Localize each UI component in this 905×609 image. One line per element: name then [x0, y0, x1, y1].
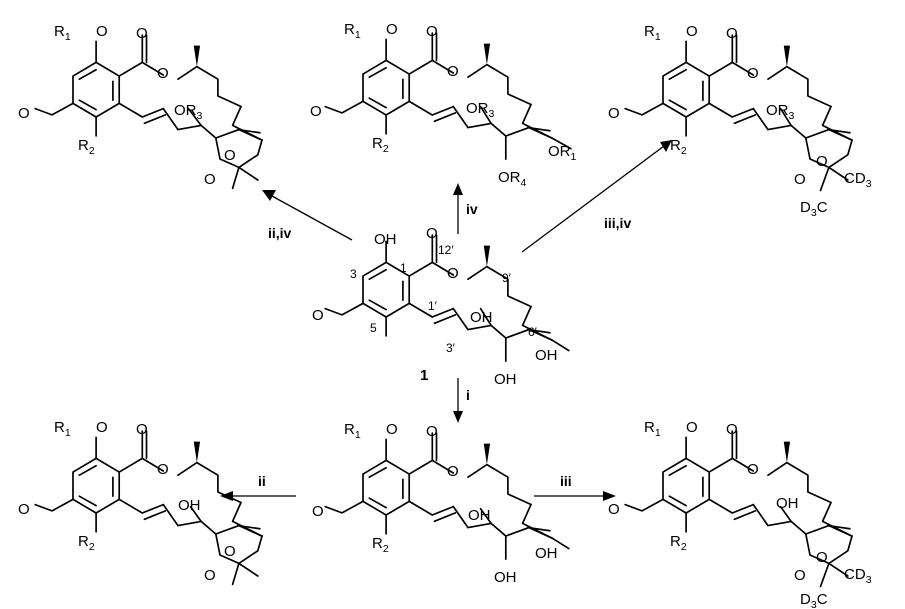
atom-oh-bl: OH [178, 497, 201, 514]
atom-o-ester-tr: O [747, 65, 759, 82]
atom-o-carbonyl-bl: O [136, 421, 148, 438]
atom-o-acetonide-a-bl: O [224, 543, 236, 560]
num-c3p: 3′ [446, 341, 456, 355]
atom-o-methoxy-tc: O [310, 103, 322, 120]
reagent-iii-iv: iii,iv [604, 215, 631, 231]
atom-o-acetonide-a-br: O [816, 549, 828, 566]
atom-o-acetonide-b-tl: O [204, 171, 216, 188]
reagent-i: i [466, 387, 470, 403]
atom-oh-c6p-1: OH [535, 347, 558, 364]
atom-o-phenol-br: O [686, 419, 698, 436]
reagent-ii: ii [258, 473, 266, 489]
atom-o-ester-1: O [447, 265, 459, 282]
compound-1-label: 1 [420, 367, 428, 384]
arrow-to-bottom-center [453, 378, 463, 423]
atom-o-ester-bl: O [157, 461, 169, 478]
num-c1p: 1′ [428, 299, 438, 313]
atom-o-ester-br: O [747, 461, 759, 478]
atom-o-ester-tc: O [447, 63, 459, 80]
atom-or3-tr: OR3 [766, 102, 795, 122]
atom-r-tl: R1 [54, 23, 71, 43]
atom-o-methoxy-br: O [608, 501, 620, 518]
atom-r2-tl: R2 [78, 137, 95, 157]
atom-o-carbonyl-br: O [726, 421, 738, 438]
atom-o-carbonyl-1: O [426, 225, 438, 242]
reagent-iii: iii [560, 473, 572, 489]
arrow-to-top-left [262, 190, 353, 241]
compound-1 [324, 234, 570, 362]
num-c1: 1 [400, 261, 407, 275]
atom-o-acetonide-b-bl: O [204, 567, 216, 584]
arrow-to-top-right [521, 140, 672, 253]
atom-o-acetonide-a-tr: O [816, 153, 828, 170]
atom-o-methoxy-1: O [312, 307, 324, 324]
atom-oh-c6p-bc: OH [535, 545, 558, 562]
atom-o-phenol-tl: O [96, 23, 108, 40]
compound-bottom-left [34, 430, 263, 586]
atom-o-carbonyl-bc: O [426, 423, 438, 440]
atom-o-phenol-tc: O [386, 21, 398, 38]
atom-or3-tl: OR3 [174, 102, 203, 122]
atom-cd3-a-br: CD3 [844, 566, 872, 586]
atom-r2-tc: R2 [372, 135, 389, 155]
num-c3: 3 [350, 267, 357, 281]
atom-or3-tc: OR3 [466, 100, 495, 120]
atom-o-methoxy-tl: O [18, 105, 30, 122]
num-c6p: 6′ [528, 325, 538, 339]
atom-o-ester-tl: O [157, 65, 169, 82]
arrow-to-bottom-left [220, 491, 296, 501]
atom-o-methoxy-bc: O [312, 503, 324, 520]
atom-o-methoxy-bl: O [18, 501, 30, 518]
atom-r-br: R1 [644, 419, 661, 439]
atom-r-bl: R1 [54, 419, 71, 439]
atom-o-phenol-bc: O [386, 421, 398, 438]
reagent-iv: iv [466, 201, 478, 217]
compound-top-center [324, 32, 572, 160]
atom-o-acetonide-a-tl: O [224, 147, 236, 164]
atom-r2-bc: R2 [372, 535, 389, 555]
atom-r2-bl: R2 [78, 533, 95, 553]
reagent-ii-iv: ii,iv [268, 225, 292, 241]
compound-top-right [624, 34, 853, 192]
atom-oh-c4p-1: OH [470, 309, 493, 326]
atom-oh-phenol-1: OH [374, 231, 397, 248]
atom-cd3-a-tr: CD3 [844, 170, 872, 190]
atom-o-methoxy-tr: O [608, 105, 620, 122]
atom-oh-c5p-1: OH [494, 371, 517, 388]
atom-oh-c4p-bc: OH [468, 507, 491, 524]
atom-r-tc: R1 [344, 21, 361, 41]
atom-o-carbonyl-tr: O [726, 25, 738, 42]
atom-r2-tr: R2 [670, 137, 687, 157]
atom-oh-br: OH [776, 495, 799, 512]
atom-oh-c5p-bc: OH [494, 569, 517, 586]
atom-r-bc: R1 [344, 421, 361, 441]
arrow-to-bottom-right [534, 491, 616, 501]
atom-o-ester-bc: O [447, 463, 459, 480]
atom-or1-tc: OR1 [548, 143, 577, 163]
atom-cd3-b-tr: D3C [800, 199, 828, 219]
atom-or4-tc: OR4 [498, 169, 527, 189]
compound-bottom-right [624, 430, 853, 588]
num-c12p: 12′ [438, 243, 454, 257]
atom-o-carbonyl-tl: O [136, 25, 148, 42]
atom-o-phenol-bl: O [96, 419, 108, 436]
atom-o-acetonide-b-br: O [794, 567, 806, 584]
atom-o-acetonide-b-tr: O [794, 171, 806, 188]
atom-r-tr: R1 [644, 23, 661, 43]
atom-o-carbonyl-tc: O [426, 23, 438, 40]
atom-cd3-b-br: D3C [800, 591, 828, 609]
num-c9p: 9′ [502, 271, 512, 285]
atom-r2-br: R2 [670, 533, 687, 553]
num-c5: 5 [370, 321, 377, 335]
atom-o-phenol-tr: O [686, 23, 698, 40]
arrow-to-top-center [453, 183, 463, 234]
compound-top-left [34, 34, 263, 190]
compound-bottom-center [324, 432, 570, 560]
